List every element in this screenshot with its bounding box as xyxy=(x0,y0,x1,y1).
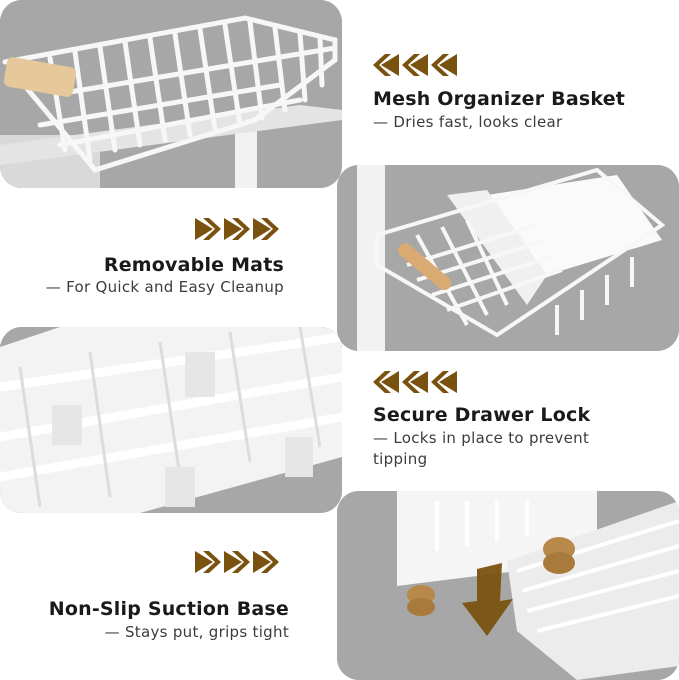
feature-title-suction-base: Non-Slip Suction Base xyxy=(48,598,289,620)
triple-chevron-right-icon xyxy=(195,218,279,240)
feature-subtitle-drawer-lock: — Locks in place to prevent tipping xyxy=(373,429,590,468)
drawer-rail-illustration xyxy=(0,327,342,513)
basket-mat-illustration xyxy=(337,165,679,351)
product-image-drawer-lock xyxy=(0,327,342,513)
feature-title-drawer-lock: Secure Drawer Lock xyxy=(373,404,591,426)
wire-basket-illustration xyxy=(0,0,342,188)
product-image-removable-mats xyxy=(337,165,679,351)
feature-subtitle-removable-mats: — For Quick and Easy Cleanup xyxy=(45,278,284,296)
feature-title-removable-mats: Removable Mats xyxy=(103,254,284,276)
feature-subtitle-suction-base: — Stays put, grips tight xyxy=(104,623,289,641)
triple-chevron-left-icon xyxy=(373,371,457,393)
triple-chevron-left-icon xyxy=(373,54,457,76)
product-image-mesh-basket xyxy=(0,0,342,188)
triple-chevron-right-icon xyxy=(195,551,279,573)
suction-base-illustration xyxy=(337,491,679,680)
product-image-suction-base xyxy=(337,491,679,680)
feature-subtitle-mesh-basket: — Dries fast, looks clear xyxy=(373,113,563,131)
feature-title-mesh-basket: Mesh Organizer Basket xyxy=(373,88,626,110)
